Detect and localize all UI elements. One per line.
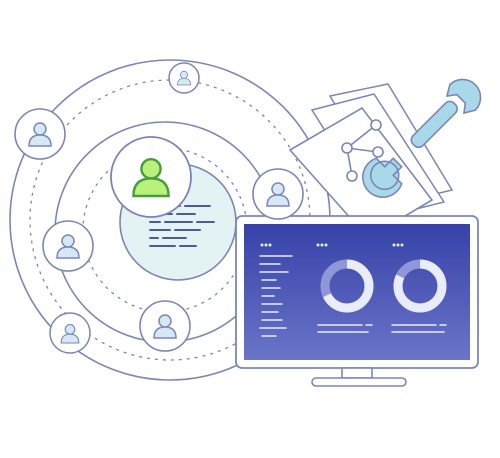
screen-caption-lines <box>317 324 447 333</box>
document-front <box>288 106 434 240</box>
monitor-stand <box>311 377 407 387</box>
wrench-icon <box>362 78 482 198</box>
donut-chart-right <box>393 259 447 313</box>
monitor-icon <box>235 215 479 387</box>
avatar-bottom <box>139 300 191 352</box>
network-graph-icon <box>341 119 384 182</box>
donut-chart-left <box>320 259 374 313</box>
avatar-top <box>168 62 200 94</box>
avatar-left-top <box>14 108 66 160</box>
avatar-left-bottom <box>49 312 91 354</box>
screen-sidebar-lines <box>259 255 293 337</box>
monitor-screen <box>244 224 470 360</box>
monitor-neck <box>341 367 373 379</box>
avatar-highlighted <box>110 136 192 218</box>
avatar-left-middle <box>42 220 94 272</box>
screen-header-dots <box>260 243 404 247</box>
avatar-right <box>252 168 304 220</box>
document-stack <box>288 83 454 240</box>
